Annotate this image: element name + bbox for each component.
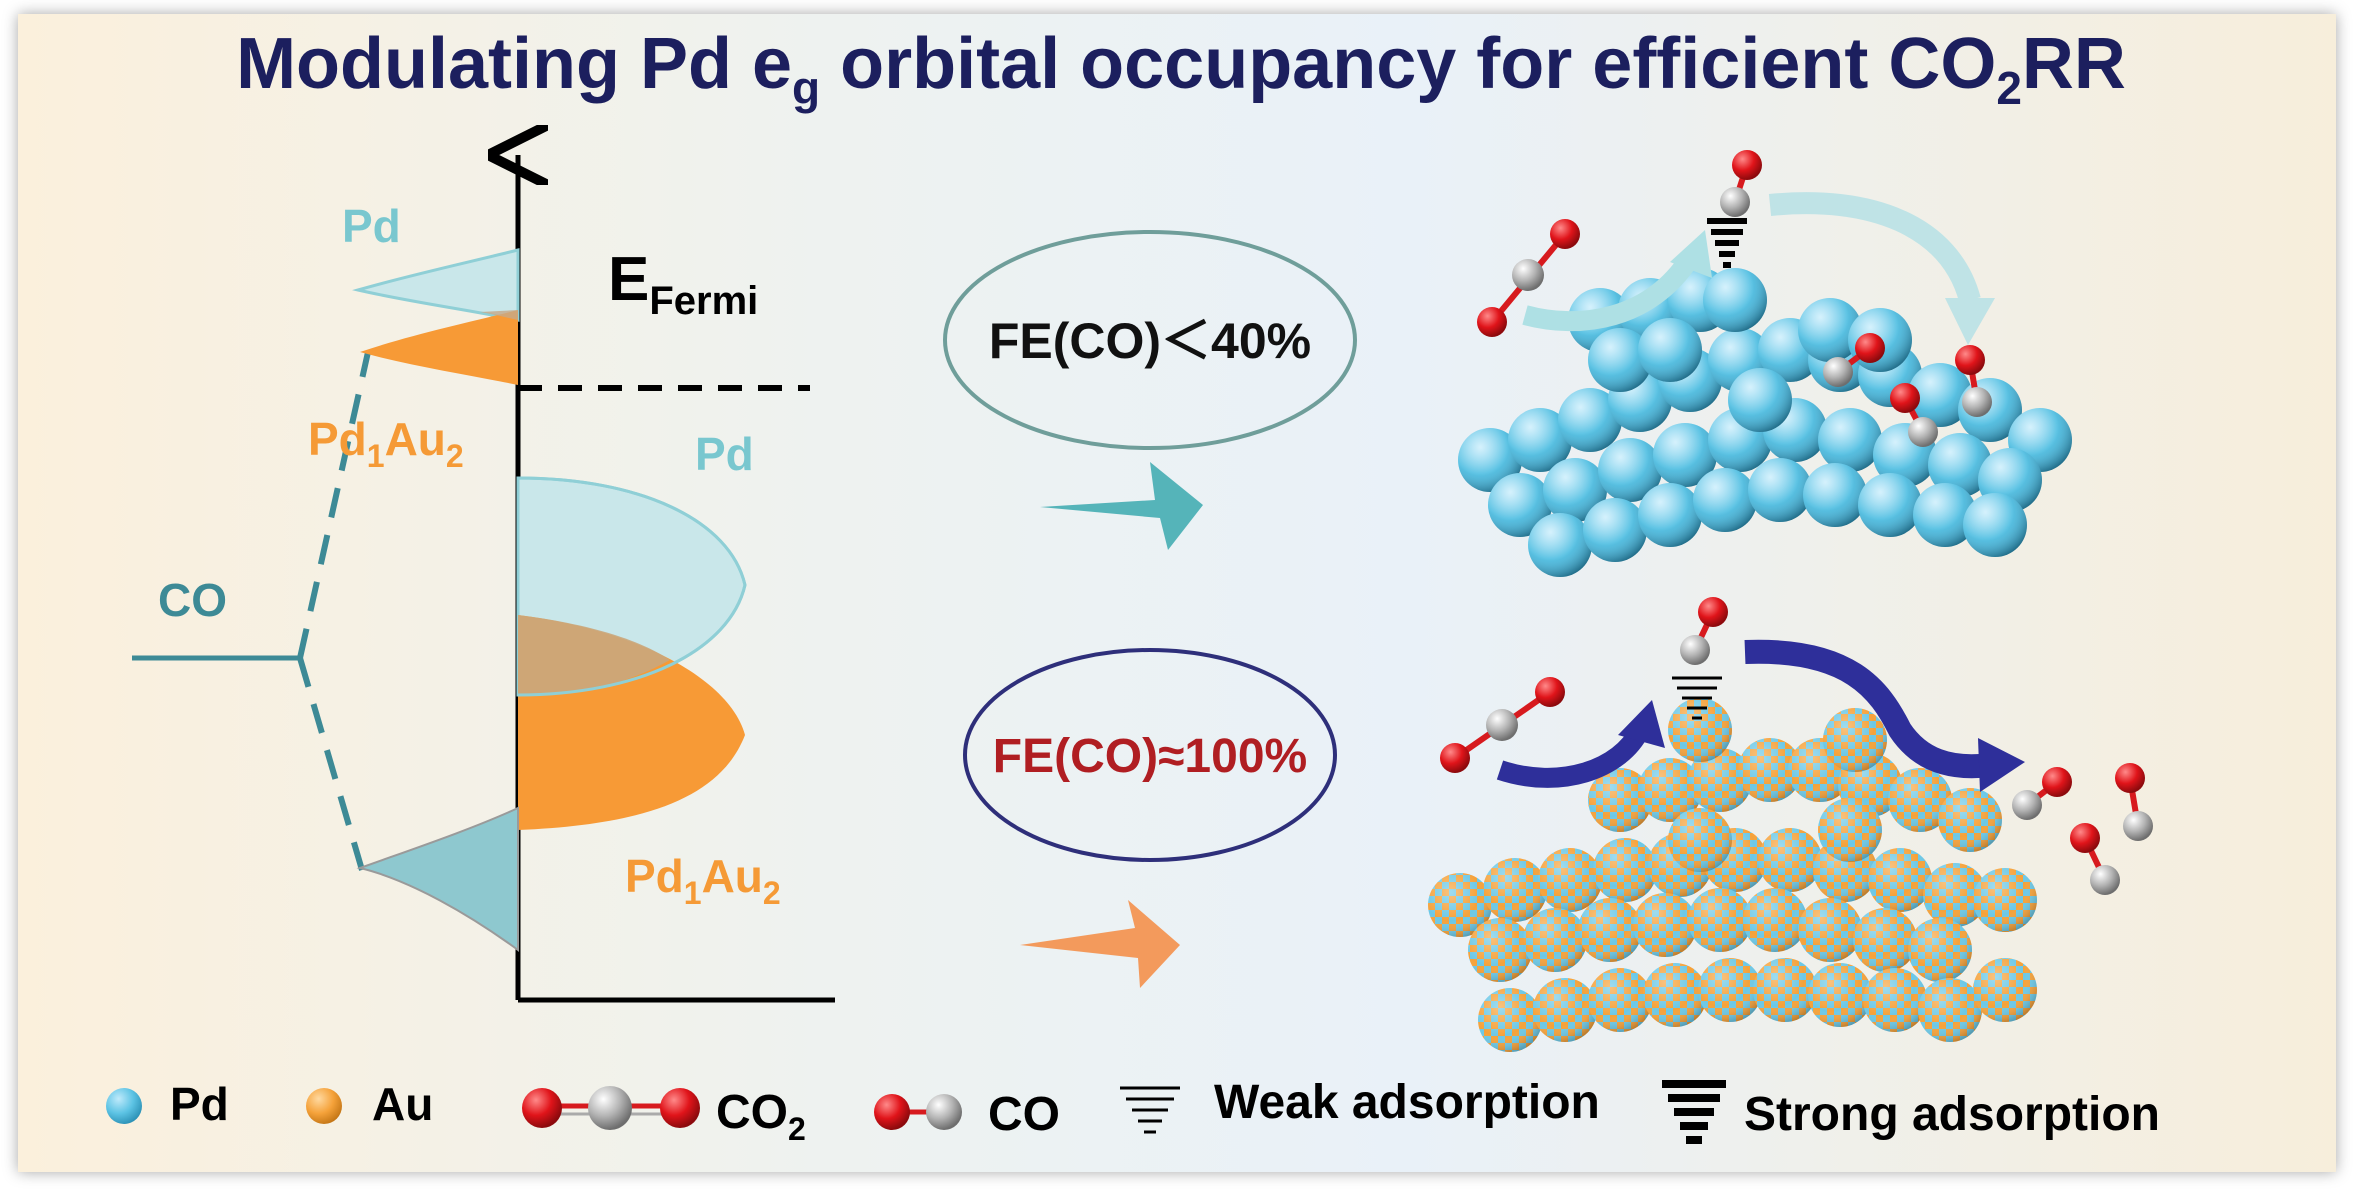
pd-co-release-arrowhead (1945, 298, 1995, 345)
pdau-co2-approach-arrow (1496, 725, 1649, 788)
co-level-label: CO (158, 574, 227, 626)
co-molecule (2012, 767, 2072, 820)
adsorbed-co-molecule (1720, 150, 1762, 217)
bonding-dos-peak (356, 806, 519, 952)
pdau-fe-text: FE(CO)≈100% (993, 730, 1307, 783)
pdau-co-release-arrowhead (1978, 738, 2025, 792)
pdau-co-release-arrow (1744, 639, 1992, 779)
pd-sphere-group (1458, 268, 2072, 577)
legend-strong-adsorption-label: Strong adsorption (1744, 1088, 2160, 1141)
band-overlap (518, 615, 670, 695)
legend-co-molecule-icon (874, 1094, 962, 1130)
pd1au2-right-label: Pd1Au2 (625, 850, 781, 911)
pd-co-release-arrow (1768, 192, 1981, 304)
legend-strong-adsorption-icon (1662, 1080, 1726, 1144)
co-molecule (2115, 763, 2153, 841)
legend-co-label: CO (988, 1088, 1060, 1141)
efermi-label: EFermi (608, 245, 758, 323)
pd1au2-left-label: Pd1Au2 (308, 413, 464, 474)
co2-molecule (1477, 219, 1580, 337)
legend-pd-label: Pd (170, 1078, 229, 1130)
overlap-upper (480, 310, 518, 320)
pd-molecules (1477, 150, 1992, 447)
pd-upper-dos-peak (352, 248, 520, 322)
pdau-molecules (1440, 597, 2153, 895)
pd-co2-approach-arrow (1522, 252, 1699, 332)
legend: Pd Au CO2 CO Weak adsorption (106, 1076, 2160, 1147)
co-bonding-dashed-line (297, 351, 371, 659)
co-molecule (1823, 333, 1885, 387)
dos-diagram: Pd EFermi Pd1Au2 CO Pd Pd1Au2 (132, 155, 835, 1003)
legend-au-marker (306, 1088, 342, 1124)
co-antibonding-dashed-line (297, 657, 365, 871)
pdau-sphere-group (1428, 698, 2037, 1052)
pd-nanocluster (1458, 150, 2072, 577)
pd-arrow (1040, 462, 1203, 550)
performance-panel: FE(CO)＜40% FE(CO)≈100% (943, 230, 1357, 988)
adsorbed-co-molecule (1680, 597, 1728, 665)
legend-weak-adsorption-icon (1120, 1086, 1180, 1134)
legend-au-label: Au (372, 1078, 433, 1130)
strong-adsorption-mark (1707, 218, 1747, 268)
co-molecule (1890, 383, 1938, 447)
pdau-arrow (1020, 900, 1180, 988)
pdau-upper-dos-peak (360, 310, 518, 385)
legend-pd-marker (106, 1088, 142, 1124)
weak-adsorption-mark (1672, 676, 1722, 720)
pdau-co2-arrowhead (1618, 700, 1665, 748)
pd-co2-arrowhead (1670, 230, 1712, 278)
pd-top-label: Pd (342, 200, 401, 252)
pd-fe-text: FE(CO)＜40% (989, 313, 1311, 369)
legend-weak-adsorption-label: Weak adsorption (1214, 1076, 1600, 1129)
pd-band-outline (517, 476, 747, 697)
pd-fe-oval (943, 230, 1357, 450)
pdau-fe-oval (963, 648, 1337, 862)
co2-molecule (1440, 677, 1565, 773)
pdau-nanocluster (1428, 597, 2153, 1052)
pd-right-label: Pd (695, 428, 754, 480)
legend-co2-label: CO2 (716, 1086, 806, 1147)
co-molecule (1955, 345, 1992, 417)
legend-co2-molecule-icon (522, 1086, 700, 1130)
figure-title: Modulating Pd eg orbital occupancy for e… (236, 24, 2126, 114)
co-molecule (2070, 823, 2120, 895)
